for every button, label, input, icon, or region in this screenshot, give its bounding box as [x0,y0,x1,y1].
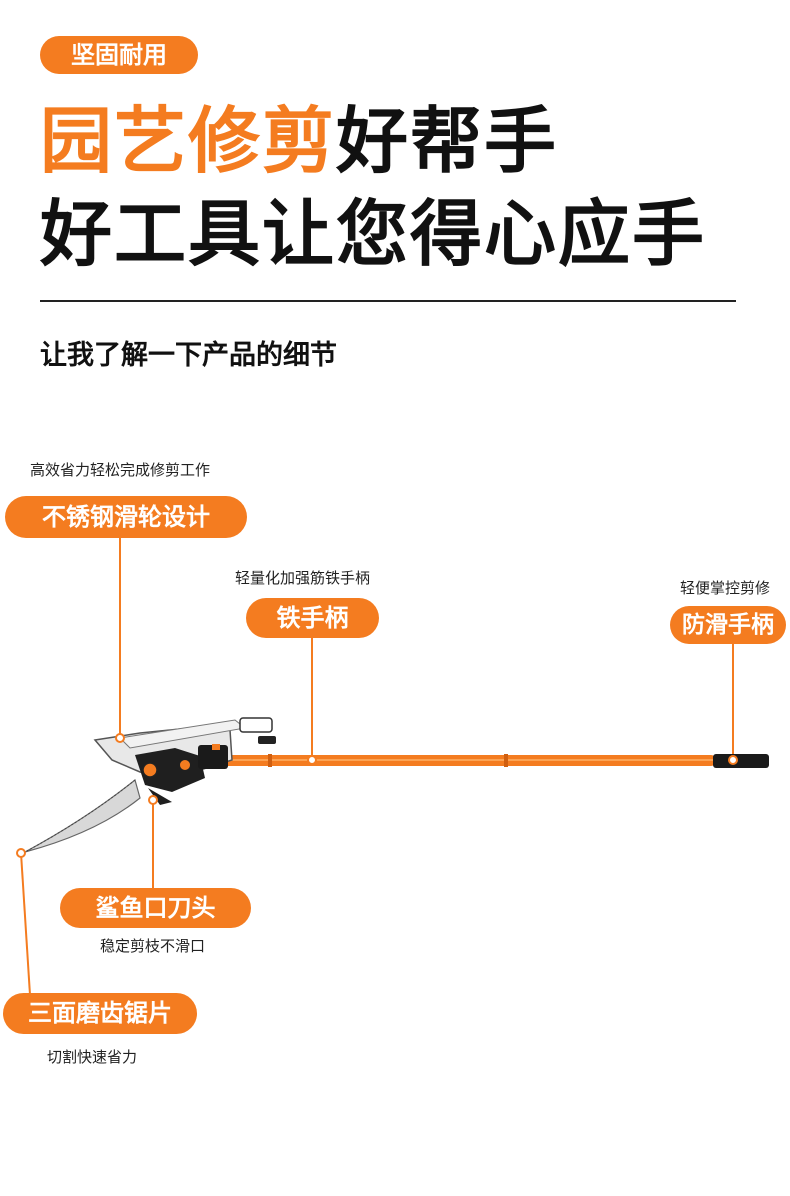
grip-caption: 轻便掌控剪修 [680,579,771,597]
headline-line-1: 园艺修剪好帮手 [40,105,558,177]
saw-blade [24,778,141,853]
pulley-caption: 高效省力轻松完成修剪工作 [30,461,211,479]
section-subtitle: 让我了解一下产品的细节 [40,340,337,371]
blade-caption: 稳定剪枝不滑口 [100,937,206,955]
callout-lines [20,536,734,996]
blade-label: 鲨鱼口刀头 [60,888,251,928]
headline-rest: 好帮手 [336,99,559,183]
handle-caption: 轻量化加强筋铁手柄 [235,569,371,587]
pulley-label: 不锈钢滑轮设计 [5,496,247,538]
anti-slip-grip [713,754,769,768]
saw-caption: 切割快速省力 [47,1048,138,1066]
callout-dots [16,733,738,858]
headline-line-2: 好工具让您得心应手 [40,192,707,276]
handle-label: 铁手柄 [246,598,379,638]
top-badge: 坚固耐用 [40,36,198,74]
pruner-head [93,717,276,805]
divider [40,300,736,302]
headline-highlight: 园艺修剪 [40,99,337,183]
saw-label: 三面磨齿锯片 [3,993,197,1034]
grip-label: 防滑手柄 [670,606,786,644]
